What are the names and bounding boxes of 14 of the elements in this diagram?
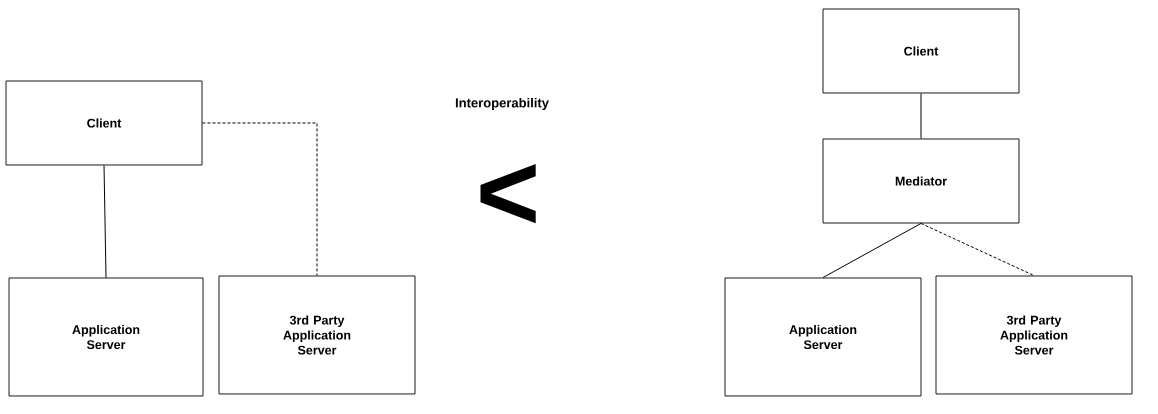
connector-line xyxy=(920,92,922,140)
process-box: Mediator xyxy=(822,138,1020,224)
process-box: Application Server xyxy=(724,277,922,397)
connector-line xyxy=(920,222,1035,277)
process-box: Client xyxy=(5,80,203,166)
process-box: 3rd Party Application Server xyxy=(218,275,416,395)
process-box: Application Server xyxy=(8,277,204,397)
connector-line xyxy=(103,164,107,279)
connector-line xyxy=(201,122,318,277)
heading-text: Interoperability xyxy=(455,97,549,111)
comparison-symbol: < xyxy=(480,164,536,224)
process-box: Client xyxy=(822,8,1020,94)
process-box: 3rd Party Application Server xyxy=(935,275,1133,395)
connector-line xyxy=(822,222,922,279)
